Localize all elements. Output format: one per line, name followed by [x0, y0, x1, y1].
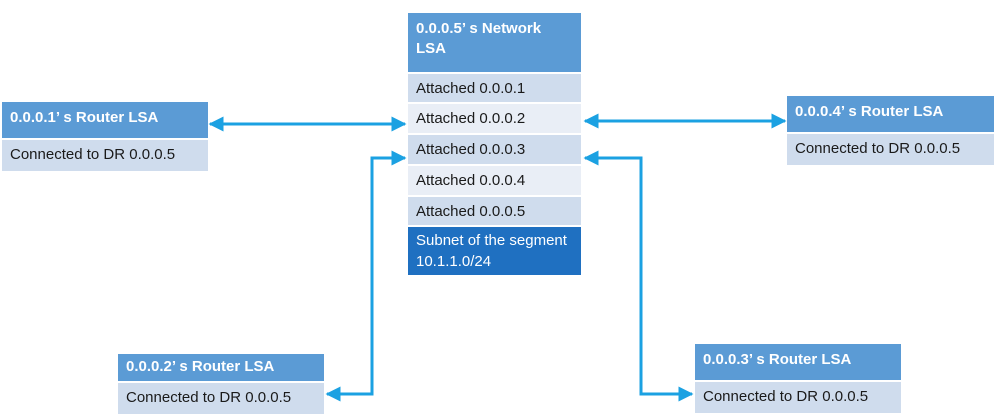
attached-row-1: Attached 0.0.0.1	[408, 74, 581, 102]
router-lsa-0003-row: Connected to DR 0.0.0.5	[695, 382, 901, 413]
router-lsa-0003: 0.0.0.3’ s Router LSA Connected to DR 0.…	[695, 344, 901, 413]
arrow-attached-3-to-0003	[583, 150, 694, 402]
attached-row-3: Attached 0.0.0.3	[408, 135, 581, 164]
router-lsa-0001: 0.0.0.1’ s Router LSA Connected to DR 0.…	[2, 102, 208, 171]
router-lsa-0003-title: 0.0.0.3’ s Router LSA	[695, 344, 901, 380]
attached-row-2: Attached 0.0.0.2	[408, 104, 581, 133]
router-lsa-0004-title: 0.0.0.4’ s Router LSA	[787, 96, 994, 132]
router-lsa-0002-title: 0.0.0.2’ s Router LSA	[118, 354, 324, 381]
router-lsa-0002: 0.0.0.2’ s Router LSA Connected to DR 0.…	[118, 354, 324, 414]
router-lsa-0004: 0.0.0.4’ s Router LSA Connected to DR 0.…	[787, 96, 994, 165]
attached-row-4: Attached 0.0.0.4	[408, 166, 581, 195]
arrow-0002-to-attached-3	[325, 150, 407, 402]
router-lsa-0002-row: Connected to DR 0.0.0.5	[118, 383, 324, 414]
router-lsa-0001-title: 0.0.0.1’ s Router LSA	[2, 102, 208, 138]
attached-row-5: Attached 0.0.0.5	[408, 197, 581, 225]
network-lsa-box: 0.0.0.5’ s Network LSA Attached 0.0.0.1 …	[408, 13, 581, 275]
network-lsa-title: 0.0.0.5’ s Network LSA	[408, 13, 581, 72]
router-lsa-0004-row: Connected to DR 0.0.0.5	[787, 134, 994, 165]
router-lsa-0001-row: Connected to DR 0.0.0.5	[2, 140, 208, 171]
subnet-row: Subnet of the segment 10.1.1.0/24	[408, 227, 581, 275]
